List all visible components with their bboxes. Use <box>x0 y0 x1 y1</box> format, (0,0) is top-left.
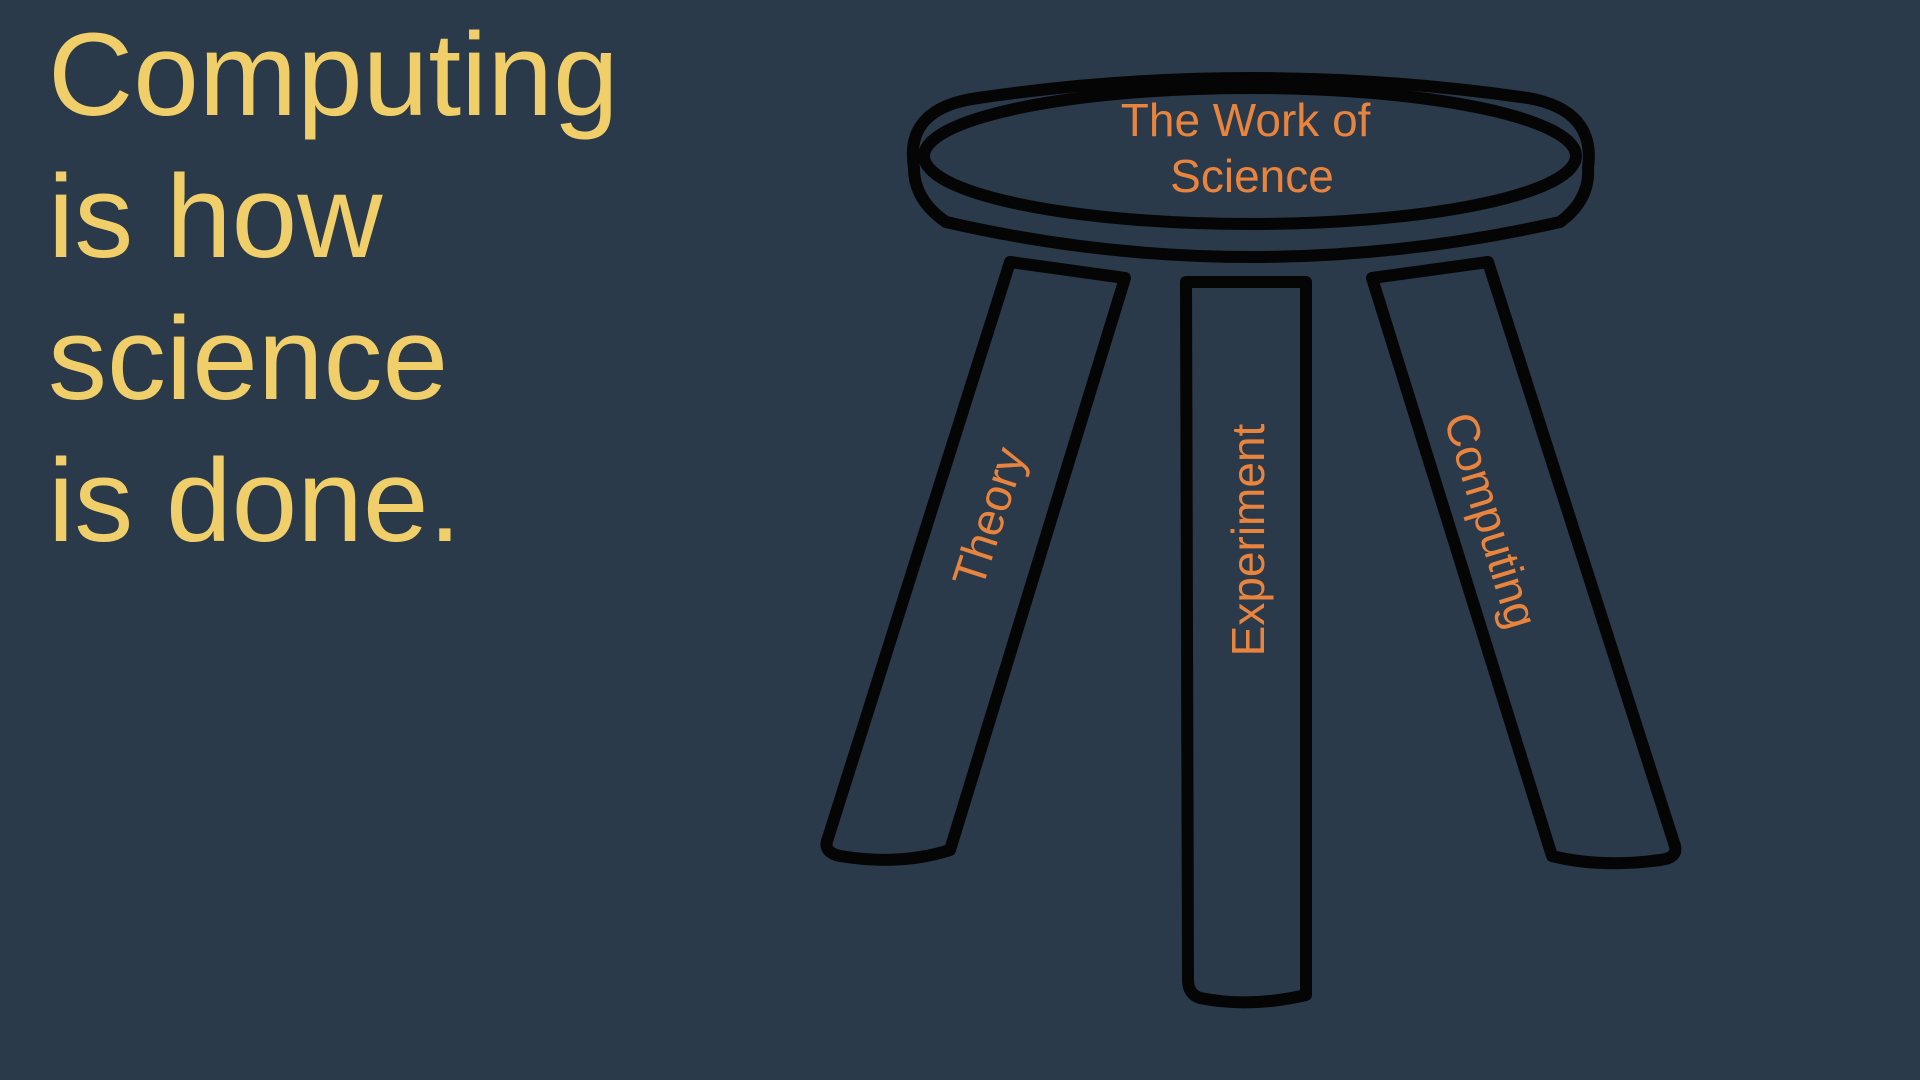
headline-line-2: is how <box>48 151 383 283</box>
seat-label-line-2: Science <box>1170 150 1334 202</box>
stool-leg-left <box>820 256 1131 866</box>
stool-leg-right <box>1366 256 1682 870</box>
headline-line-3: science <box>48 293 449 425</box>
stool-leg-middle <box>1180 276 1312 1009</box>
headline: Computing is how science is done. <box>48 4 619 572</box>
headline-line-4: is done. <box>48 435 462 567</box>
seat-label-line-1: The Work of <box>1121 94 1371 146</box>
headline-line-1: Computing <box>48 9 619 141</box>
stool-seat-top <box>918 82 1582 230</box>
leg-label-experiment: Experiment <box>1222 423 1274 656</box>
seat-label: The Work of Science <box>1121 94 1383 202</box>
